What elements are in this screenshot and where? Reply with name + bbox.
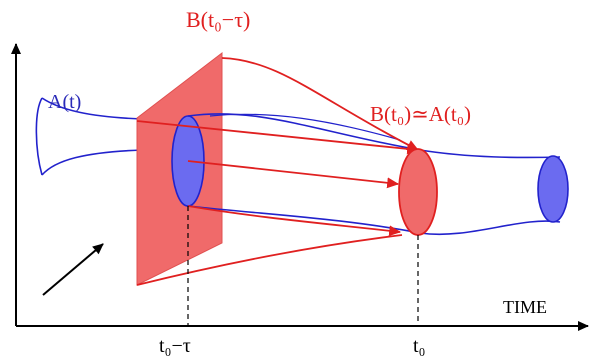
tube-right-end [538,156,568,222]
tick-label-before: t₀−τ [159,335,191,357]
tube-cross-section-now [399,149,437,235]
tube-left-end [36,98,42,175]
label-a-t: A(t) [48,91,81,113]
time-axis-label: TIME [503,297,547,317]
tick-label-now: t₀ [413,335,426,357]
tube-bottom-edge [188,206,560,234]
label-b-before: B(t₀−τ) [186,7,250,32]
oblique-axis [43,244,103,295]
label-b-now: B(t₀)≃A(t₀) [370,102,471,126]
tube-bottom-edge-back [42,150,142,175]
